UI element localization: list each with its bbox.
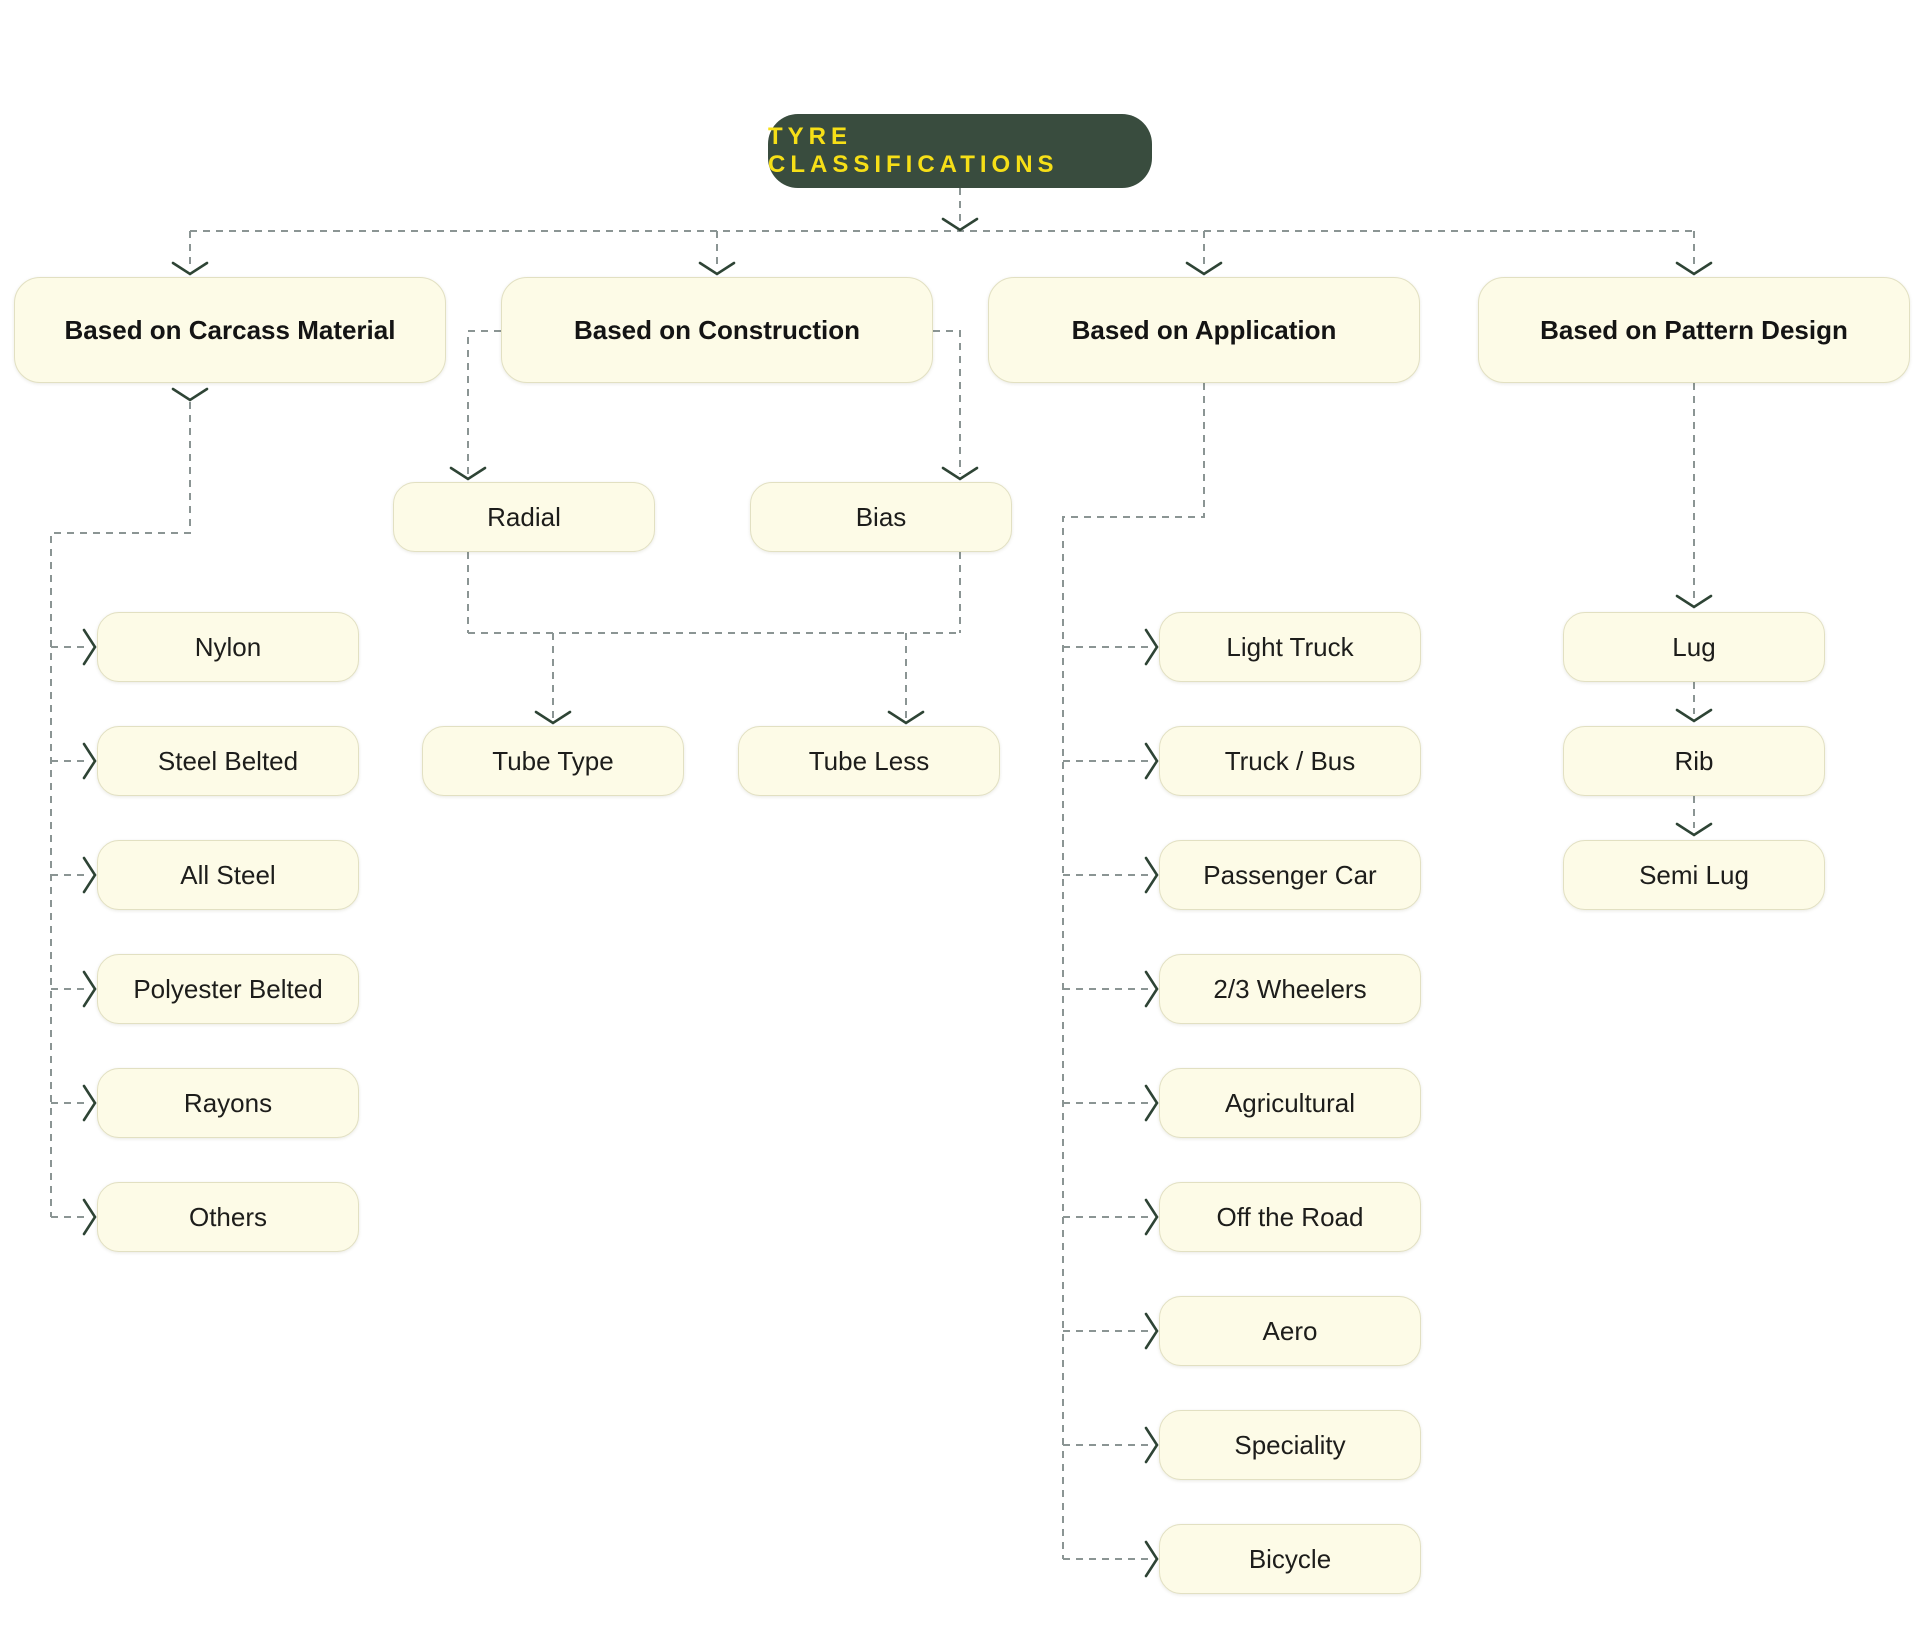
node-tube-type: Tube Type — [422, 726, 684, 796]
arrow-right-icon — [82, 970, 97, 1008]
arrow-down-icon — [1675, 261, 1713, 276]
node-2-3-wheelers: 2/3 Wheelers — [1159, 954, 1421, 1024]
node-others: Others — [97, 1182, 359, 1252]
node-radial: Radial — [393, 482, 655, 552]
node-semi-lug: Semi Lug — [1563, 840, 1825, 910]
node-bias: Bias — [750, 482, 1012, 552]
node-speciality: Speciality — [1159, 1410, 1421, 1480]
arrow-right-icon — [82, 856, 97, 894]
node-truck-bus: Truck / Bus — [1159, 726, 1421, 796]
node-lug: Lug — [1563, 612, 1825, 682]
arrow-down-icon — [171, 261, 209, 276]
node-bicycle: Bicycle — [1159, 1524, 1421, 1594]
node-based-on-pattern-design: Based on Pattern Design — [1478, 277, 1910, 383]
node-rayons: Rayons — [97, 1068, 359, 1138]
connector-construction-bias — [933, 330, 961, 474]
node-based-on-carcass-material: Based on Carcass Material — [14, 277, 446, 383]
arrow-right-icon — [82, 1084, 97, 1122]
node-based-on-construction: Based on Construction — [501, 277, 933, 383]
arrow-right-icon — [82, 1198, 97, 1236]
node-steel-belted: Steel Belted — [97, 726, 359, 796]
arrow-right-icon — [82, 628, 97, 666]
arrow-down-icon — [1185, 261, 1223, 276]
node-aero: Aero — [1159, 1296, 1421, 1366]
node-all-steel: All Steel — [97, 840, 359, 910]
node-nylon: Nylon — [97, 612, 359, 682]
node-off-the-road: Off the Road — [1159, 1182, 1421, 1252]
node-agricultural: Agricultural — [1159, 1068, 1421, 1138]
node-light-truck: Light Truck — [1159, 612, 1421, 682]
node-rib: Rib — [1563, 726, 1825, 796]
diagram-title: TYRE CLASSIFICATIONS — [768, 114, 1152, 188]
arrow-right-icon — [82, 742, 97, 780]
connector-construction-radial — [467, 330, 501, 474]
connector-application-trunk — [1062, 383, 1205, 1559]
arrow-down-icon — [698, 261, 736, 276]
node-based-on-application: Based on Application — [988, 277, 1420, 383]
arrow-down-icon — [171, 387, 209, 402]
node-tube-less: Tube Less — [738, 726, 1000, 796]
node-polyester-belted: Polyester Belted — [97, 954, 359, 1024]
node-passenger-car: Passenger Car — [1159, 840, 1421, 910]
